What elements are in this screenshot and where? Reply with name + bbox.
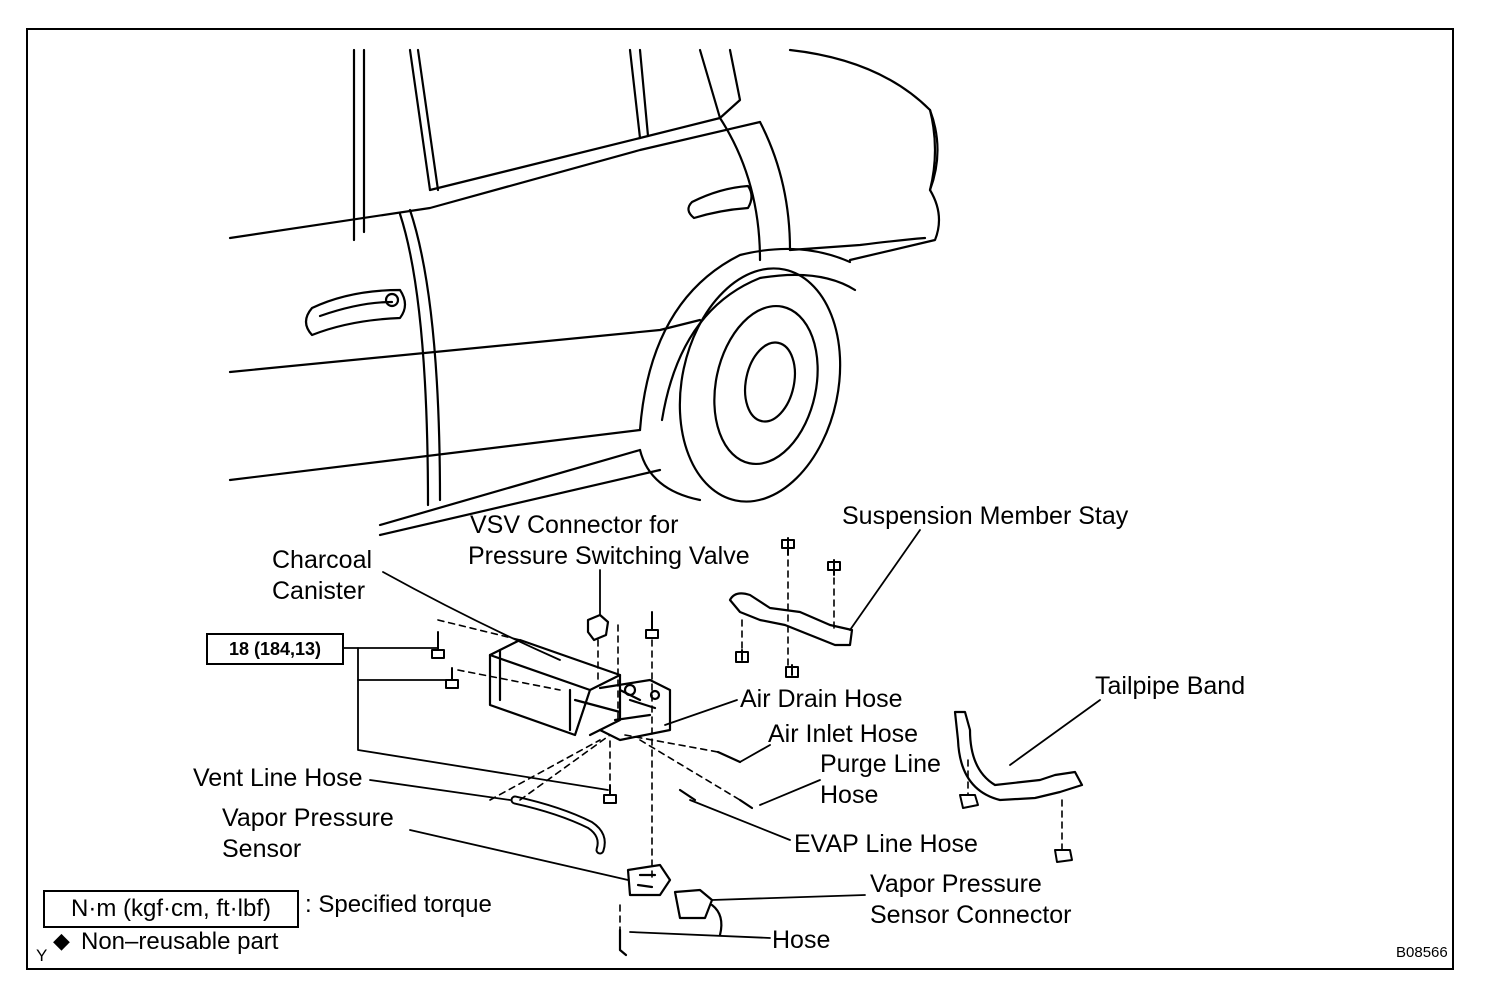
label-charcoal-canister-line2: Canister <box>272 577 366 605</box>
label-hose: Hose <box>772 926 831 954</box>
figure-code: B08566 <box>1396 944 1448 961</box>
label-vsv-connector: VSV Connector for <box>470 511 679 539</box>
leader-lines <box>343 529 1101 939</box>
label-vapor-pressure-sensor-connector: Vapor Pressure <box>870 870 1042 898</box>
torque-spec-box: 18 (184,13) <box>206 633 344 665</box>
label-air-drain-hose: Air Drain Hose <box>740 685 903 713</box>
legend-specified-torque: : Specified torque <box>305 891 492 918</box>
assembly-dashed-lines <box>437 559 1063 931</box>
label-tailpipe-band: Tailpipe Band <box>1095 672 1246 700</box>
car-body <box>228 48 941 537</box>
hoses <box>510 750 754 957</box>
legend-unit-box: N·m (kgf·cm, ft·lbf) <box>43 890 299 928</box>
label-charcoal-canister: Charcoal <box>272 546 373 574</box>
vsv-connector <box>586 613 610 642</box>
charcoal-canister <box>488 638 672 742</box>
tailpipe-band <box>953 710 1084 802</box>
label-vapor-pressure-sensor-line2: Sensor <box>222 835 302 863</box>
corner-mark: Y <box>36 946 48 965</box>
label-evap-line-hose: EVAP Line Hose <box>794 830 978 858</box>
figure-frame <box>26 28 1454 970</box>
label-suspension-member-stay: Suspension Member Stay <box>842 502 1129 530</box>
suspension-member-stay <box>728 592 854 647</box>
vapor-pressure-sensor <box>626 863 723 937</box>
legend-non-reusable: Non–reusable part <box>81 928 279 955</box>
label-purge-line-hose: Purge Line <box>820 750 941 778</box>
non-reusable-diamond-icon: ◆ <box>53 928 70 953</box>
label-vapor-pressure-sensor-connector-line2: Sensor Connector <box>870 901 1072 929</box>
bolts <box>431 537 1073 863</box>
label-air-inlet-hose: Air Inlet Hose <box>768 720 919 748</box>
label-vsv-connector-line2: Pressure Switching Valve <box>468 542 750 570</box>
label-vapor-pressure-sensor: Vapor Pressure <box>222 804 394 832</box>
label-purge-line-hose-line2: Hose <box>820 781 879 809</box>
label-vent-line-hose: Vent Line Hose <box>193 764 363 792</box>
